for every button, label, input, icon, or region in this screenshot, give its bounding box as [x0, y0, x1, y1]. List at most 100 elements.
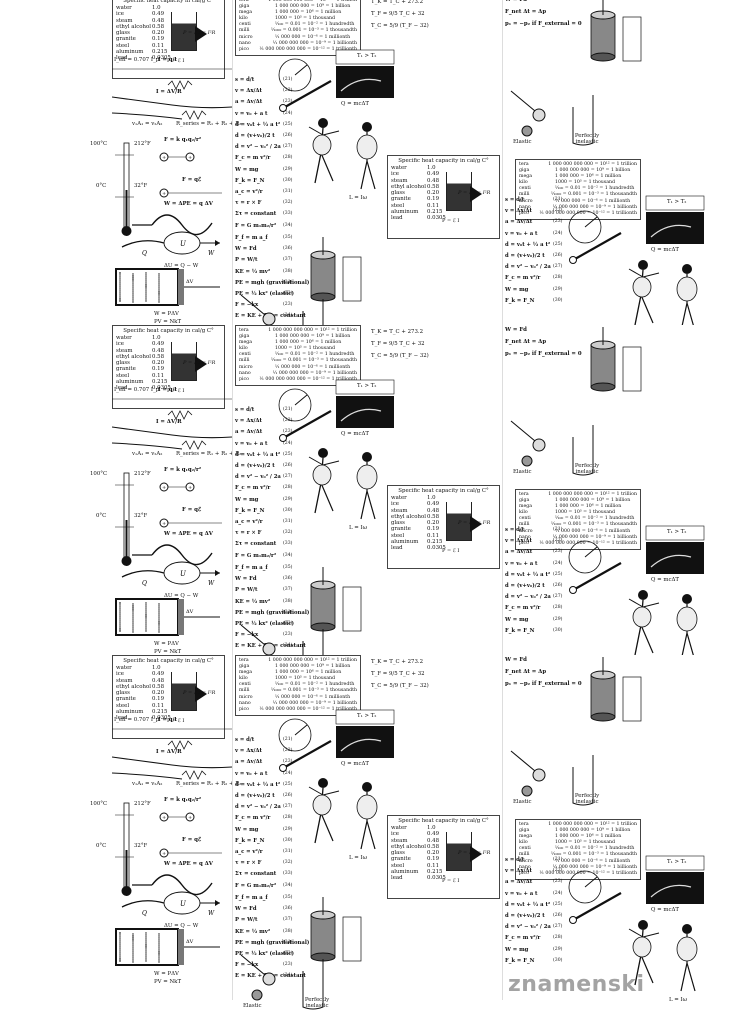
- wheel-icon: [565, 867, 635, 929]
- eq-number: (30): [553, 297, 563, 303]
- beaker-graphic: [446, 172, 472, 211]
- mech-eq: F = G m₁m₂/r²: [235, 882, 277, 889]
- mech-eq: a_c = v²/r: [235, 849, 263, 855]
- eq-number: (35): [283, 895, 293, 900]
- power-formula-full: P = ℰ I = I²R: [458, 520, 491, 526]
- mech-eq: PE = ½ kx² (elastic): [235, 291, 295, 297]
- cylinder-icon: [585, 325, 645, 402]
- prefix-value: 1000 = 10³ = 1 thousand: [555, 180, 616, 186]
- eq-number: (26): [283, 793, 293, 798]
- power-formula: P = ℰ I: [442, 218, 460, 224]
- skater-icon: [305, 773, 400, 865]
- prefix-name: micro: [519, 858, 533, 864]
- collision-label: Elastic: [513, 469, 532, 475]
- collision-label: Perfectly inelastic: [304, 997, 330, 1010]
- prefix-name: pico: [239, 46, 249, 52]
- mech-eq: v = Δx/Δt: [505, 208, 532, 215]
- electric-eq: I = q/t: [158, 387, 178, 393]
- eq-number: (28): [283, 155, 293, 161]
- eq-number: (29): [283, 826, 293, 832]
- mech-eq: s = d/t: [235, 77, 255, 83]
- material-value: 1.0: [427, 165, 436, 171]
- mech-eq: a = Δv/Δt: [235, 99, 263, 106]
- eq-number: (32): [283, 860, 293, 866]
- material-value: 0.0305: [427, 875, 446, 882]
- power-formula-full: P = ℰ I = I²R: [458, 850, 491, 856]
- prefix-name: kilo: [239, 676, 248, 682]
- beaker-graphic: [171, 342, 197, 381]
- mech-eq: τ = r × F: [235, 530, 262, 537]
- mech-eq: W = Fd: [235, 906, 257, 913]
- mech-eq: v = v₀ + a t: [505, 560, 538, 567]
- eq-number: (21): [283, 939, 293, 945]
- electric-eq: v₁A₁ = v₂A₂: [132, 781, 163, 787]
- electric-eq: F = k q₁q₂/r²: [164, 797, 202, 803]
- material-name: granite: [116, 366, 136, 373]
- thermometer-icon: + + +: [112, 795, 232, 907]
- column-divider: [232, 0, 233, 1000]
- material-value: 1.0: [152, 665, 161, 671]
- mech-eq: d = v² − v₀² / 2a: [505, 594, 551, 601]
- power-formula: P = ℰ I: [442, 878, 460, 884]
- material-name: ethyl alcohol: [116, 23, 151, 30]
- prefix-name: pico: [519, 870, 529, 876]
- material-value: 0.19: [427, 856, 440, 863]
- material-value: 0.215: [427, 209, 443, 216]
- mech-eq: PE = mgh (gravitational): [235, 279, 310, 286]
- prefix-name: nano: [239, 700, 251, 706]
- material-name: aluminum: [116, 379, 144, 386]
- electric-eq: W = ΔPE = q ΔV: [164, 861, 213, 867]
- prefix-name: pico: [519, 210, 529, 216]
- thermometer-icon: + + +: [112, 135, 232, 247]
- prefix-value: ¹⁄₁ 000 000 000 000 = 10⁻¹² = 1 trillion…: [539, 210, 637, 216]
- mech-eq: KE = ½ mv²: [235, 928, 271, 935]
- material-value: 0.20: [152, 360, 165, 367]
- heat-arrow-icon: [195, 686, 207, 702]
- prefix-name: micro: [239, 34, 253, 40]
- collision-label: Elastic: [513, 799, 532, 805]
- prefix-value: ¹⁄₁₀₀₀ = 0.001 = 10⁻³ = 1 thousandth: [271, 688, 357, 694]
- eq-number: (35): [283, 235, 293, 240]
- thermo-eq: PV = NkT: [154, 319, 182, 325]
- eq-number: (37): [283, 587, 293, 593]
- thermo-eq: W = PΔV: [154, 971, 179, 977]
- material-name: glass: [116, 690, 130, 697]
- electric-eq: I = ΔV/R: [156, 89, 182, 95]
- material-name: ethyl alcohol: [391, 183, 426, 190]
- eq-number: (37): [283, 257, 293, 263]
- eq-number: (27): [283, 804, 293, 810]
- eq-number: (28): [283, 815, 293, 821]
- svg-text:Q: Q: [142, 250, 147, 257]
- material-value: 0.58: [427, 843, 440, 850]
- temp-label: 0°C: [96, 843, 107, 849]
- prefix-value: 1 000 000 000 = 10⁹ = 1 billion: [275, 664, 351, 670]
- skater-diagram: L = Iω: [305, 113, 400, 203]
- prefix-value: ¹⁄₁ 000 000 = 10⁻⁶ = 1 millionth: [555, 528, 631, 534]
- eq-number: (23): [283, 962, 293, 968]
- skater-icon: [625, 915, 720, 1007]
- material-name: ice: [116, 11, 124, 18]
- svg-text:Q: Q: [142, 580, 147, 587]
- temp-label: 100°C: [90, 141, 108, 147]
- material-value: 0.48: [152, 17, 165, 24]
- material-value: 0.48: [427, 507, 440, 514]
- mech-eq: d = (v+v₀)/2 t: [235, 463, 275, 469]
